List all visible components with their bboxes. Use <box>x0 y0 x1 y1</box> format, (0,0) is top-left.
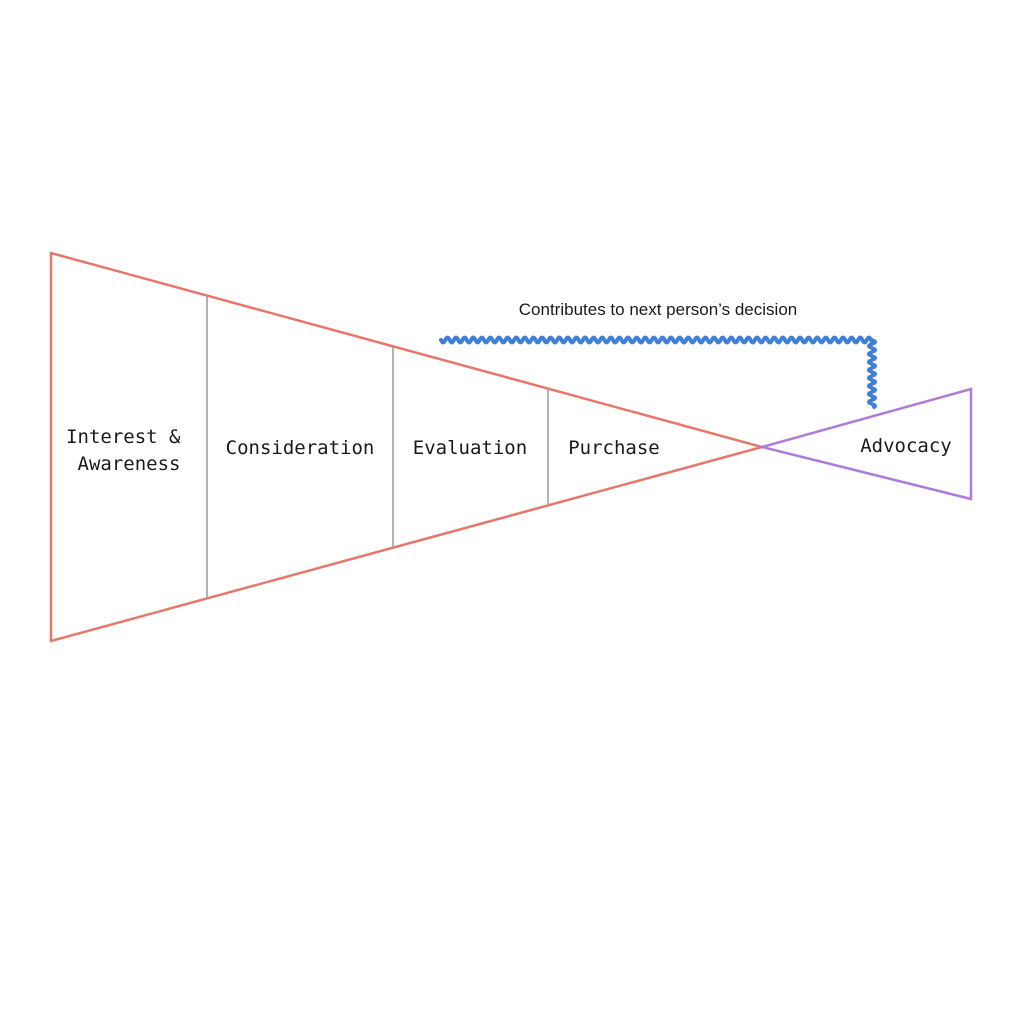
advocacy-outline <box>757 387 973 501</box>
stage-label-purchase: Purchase <box>568 437 660 459</box>
feedback-wavy-line-icon <box>439 335 877 409</box>
stage-label-interest-awareness: Interest & Awareness <box>66 426 192 475</box>
feedback-label: Contributes to next person’s decision <box>519 300 797 319</box>
stage-label-evaluation: Evaluation <box>413 437 527 459</box>
advocacy-label: Advocacy <box>860 435 952 457</box>
stage-label-line: Interest & <box>66 426 181 448</box>
stage-label-consideration: Consideration <box>226 437 375 459</box>
funnel-outline <box>49 251 767 643</box>
stage-label-line: Awareness <box>78 453 181 475</box>
